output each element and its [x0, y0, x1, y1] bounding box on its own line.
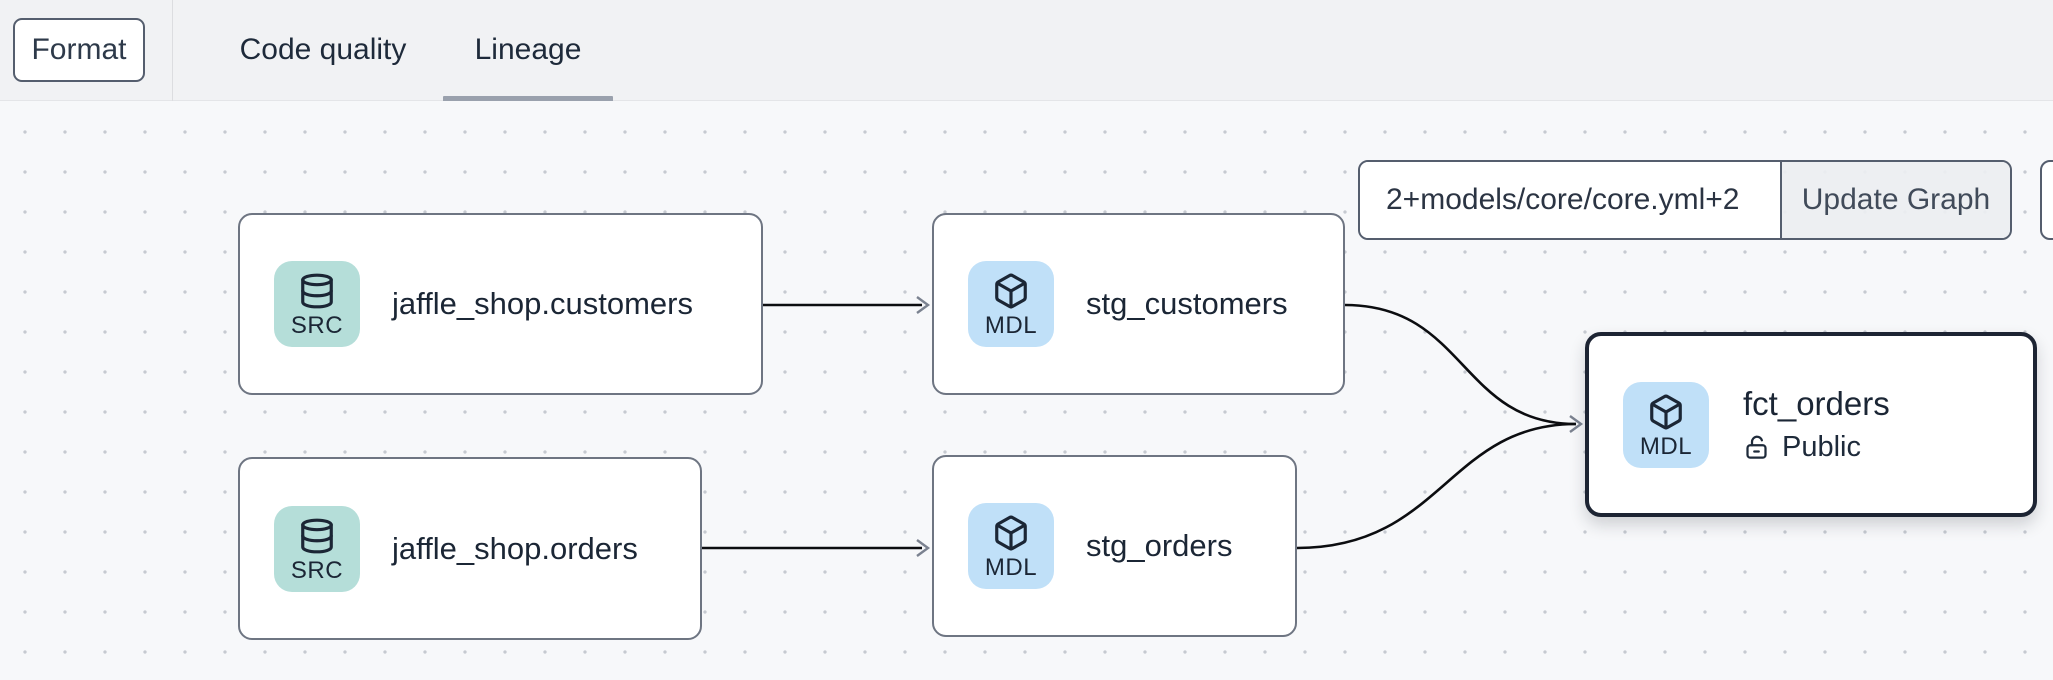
update-graph-button[interactable]: Update Graph — [1780, 162, 2010, 238]
model-badge: MDL — [968, 261, 1054, 347]
tab-code-quality[interactable]: Code quality — [239, 33, 407, 66]
access-label: Public — [1782, 431, 1861, 463]
toolbar-divider — [172, 0, 173, 101]
node-label: stg_orders — [1086, 528, 1233, 563]
cube-icon — [1650, 394, 1682, 429]
model-badge: MDL — [968, 503, 1054, 589]
badge-label: SRC — [290, 312, 344, 339]
badge-label: MDL — [984, 312, 1038, 339]
source-badge: SRC — [274, 505, 360, 592]
cube-icon — [995, 273, 1027, 309]
cube-icon — [995, 515, 1027, 551]
node-fct-orders[interactable]: MDL fct_orders Public — [1585, 332, 2037, 517]
model-selector-input[interactable] — [1360, 162, 1780, 238]
database-icon — [301, 273, 333, 309]
node-stg-orders[interactable]: MDL stg_orders — [932, 455, 1297, 637]
node-stg-customers[interactable]: MDL stg_customers — [932, 213, 1345, 395]
format-button[interactable]: Format — [13, 18, 145, 82]
badge-label: MDL — [1639, 432, 1693, 460]
access-row: Public — [1743, 431, 1890, 464]
node-jaffle-shop-orders[interactable]: SRC jaffle_shop.orders — [238, 457, 702, 640]
badge-label: SRC — [290, 556, 344, 584]
node-text-column: fct_orders Public — [1743, 385, 1890, 464]
toolbar: Format Code quality Lineage — [0, 0, 2053, 102]
active-tab-underline — [443, 96, 613, 102]
model-selector-group: Update Graph — [1358, 160, 2012, 240]
node-jaffle-shop-customers[interactable]: SRC jaffle_shop.customers — [238, 213, 763, 395]
node-label: jaffle_shop.orders — [392, 530, 638, 566]
unlock-icon — [1746, 435, 1767, 459]
tab-lineage[interactable]: Lineage — [474, 33, 582, 66]
database-icon — [301, 518, 333, 553]
node-label: stg_customers — [1086, 286, 1288, 321]
clipped-edge-button[interactable] — [2040, 160, 2053, 240]
node-label: jaffle_shop.customers — [392, 286, 693, 321]
node-label: fct_orders — [1743, 385, 1890, 422]
source-badge: SRC — [274, 261, 360, 347]
model-badge: MDL — [1623, 381, 1709, 468]
badge-label: MDL — [984, 554, 1038, 581]
